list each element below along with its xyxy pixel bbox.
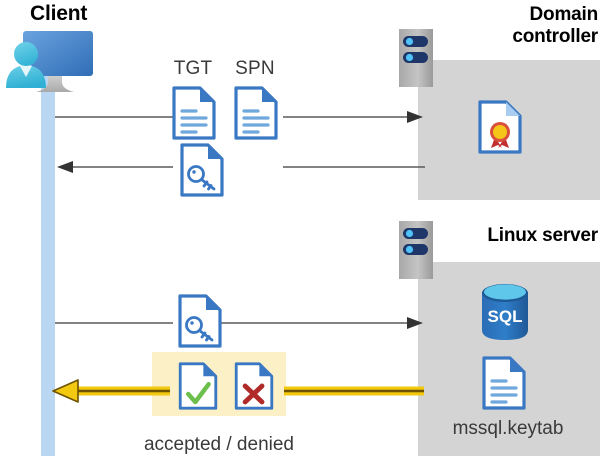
page-title-linux-server: Linux server [487,225,598,246]
server-rack-icon-domain-controller [398,28,440,88]
client-lifeline [41,72,55,456]
page-title-domain-controller: Domain controller [512,4,598,47]
document-check-icon-accepted[interactable] [176,362,220,410]
sql-database-icon: SQL [476,282,534,342]
label-mssql-keytab: mssql.keytab [452,418,564,439]
document-icon-tgt [172,86,216,140]
document-key-icon-ticket [180,143,224,197]
caption-accepted-denied: accepted / denied [143,434,294,455]
certificate-document-icon [478,100,522,154]
label-spn: SPN [235,58,275,79]
label-tgt: TGT [173,58,213,79]
flow-dc-to-client-ticket [55,160,425,174]
flow-client-to-linux-request [55,316,425,330]
document-key-icon-request [178,294,222,348]
flow-linux-to-client-response [52,379,424,403]
server-rack-icon-linux-server [398,220,440,280]
page-title-client: Client [30,2,88,25]
document-cross-icon-denied[interactable] [232,362,276,410]
document-icon-keytab [482,356,526,410]
client-icon [2,26,112,98]
flow-client-to-dc-request [55,110,425,124]
sql-label: SQL [488,307,523,326]
document-icon-spn [234,86,278,140]
